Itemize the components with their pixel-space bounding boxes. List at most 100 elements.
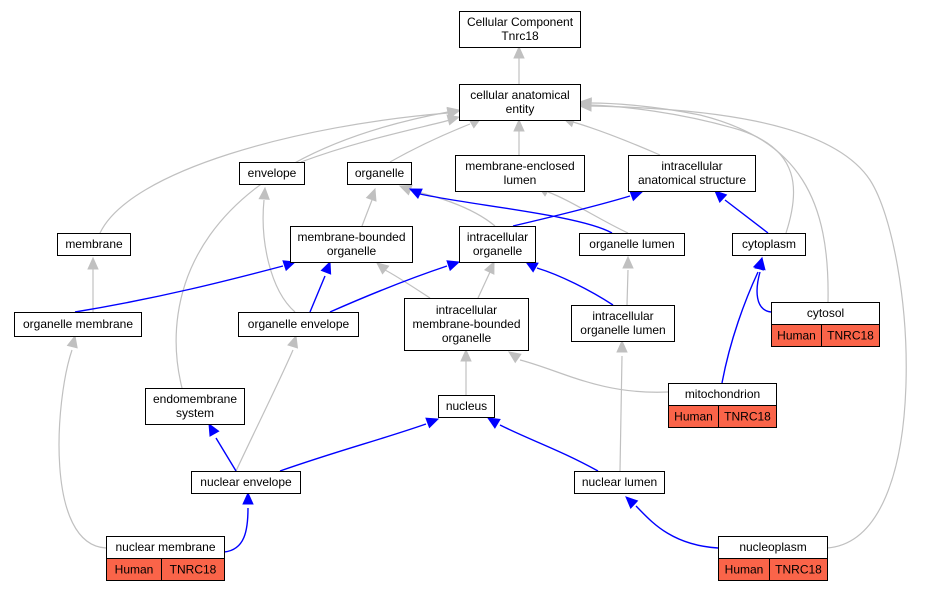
is-a-edge	[361, 187, 377, 227]
is-a-edge	[616, 339, 628, 472]
edge-line	[499, 424, 599, 472]
arrow-head	[483, 260, 495, 275]
species-label: Human	[115, 563, 154, 577]
node-organelle-lumen[interactable]: organelle lumen	[579, 233, 685, 256]
edge-line	[519, 359, 669, 393]
edge-line	[389, 123, 471, 163]
node-mitochondrion[interactable]: mitochondrion	[668, 383, 777, 406]
node-box	[191, 471, 301, 494]
node-label: nuclear envelope	[200, 475, 292, 489]
edge-line	[175, 111, 449, 389]
is-a-edge	[622, 255, 634, 306]
edge-line	[477, 271, 491, 299]
edge-line	[279, 423, 427, 472]
is-a-edge	[513, 45, 525, 84]
node-box	[732, 233, 806, 256]
arrow-head	[282, 260, 297, 272]
node-box	[57, 233, 131, 256]
node-nucleoplasm[interactable]: nucleoplasm	[718, 536, 828, 559]
node-box	[14, 312, 142, 337]
arrow-head	[87, 256, 99, 270]
node-nucleus[interactable]: nucleus	[438, 395, 495, 418]
edge-line	[547, 191, 629, 234]
node-label: nucleoplasm	[739, 540, 806, 554]
gene-label: TNRC18	[775, 563, 822, 577]
part-of-edge	[279, 417, 440, 472]
node-label: endomembrane	[153, 392, 237, 406]
node-label: lumen	[504, 173, 537, 187]
node-label: membrane-enclosed	[465, 159, 574, 173]
arrow-head	[578, 100, 592, 112]
part-of-edge	[524, 261, 614, 306]
node-label: system	[176, 406, 214, 420]
node-label: organelle	[327, 244, 377, 258]
node-label: entity	[506, 102, 535, 116]
arrow-head	[622, 255, 634, 269]
arrow-head	[513, 45, 525, 59]
node-label: intracellular	[467, 230, 528, 244]
arrow-head	[524, 261, 539, 273]
node-box	[459, 11, 581, 48]
edge-line	[419, 193, 613, 234]
edge-line	[309, 275, 326, 313]
node-cytoplasm[interactable]: cytoplasm	[732, 233, 806, 256]
arrow-head	[629, 190, 644, 202]
part-of-edge	[223, 491, 254, 553]
is-a-edge	[258, 186, 296, 313]
node-box	[459, 226, 536, 263]
edge-line	[74, 265, 284, 313]
edge-line	[589, 102, 829, 303]
node-organelle-envelope[interactable]: organelle envelope	[238, 312, 359, 337]
node-nuclear-membrane[interactable]: nuclear membrane	[106, 536, 225, 559]
is-a-edge	[87, 256, 99, 312]
arrow-head	[486, 417, 501, 429]
node-box	[438, 395, 495, 418]
node-cytosol[interactable]: cytosol	[771, 302, 880, 325]
part-of-edge	[512, 190, 644, 227]
edge-line	[300, 119, 451, 163]
node-envelope[interactable]: envelope	[239, 162, 305, 185]
node-box	[238, 312, 359, 337]
edges	[58, 45, 907, 553]
node-organelle[interactable]: organelle	[347, 162, 412, 185]
gene-cell	[769, 558, 828, 581]
edge-line	[215, 437, 237, 472]
edge-line	[235, 349, 294, 472]
arrow-head	[287, 334, 299, 349]
node-label: nuclear membrane	[115, 540, 215, 554]
node-nuclear-lumen[interactable]: nuclear lumen	[574, 471, 665, 494]
arrow-head	[446, 260, 461, 272]
node-organelle-membrane[interactable]: organelle membrane	[14, 312, 142, 337]
is-a-edge	[507, 351, 669, 393]
node-label: organelle lumen	[589, 237, 674, 251]
node-label: cytosol	[807, 306, 844, 320]
node-nuclear-envelope[interactable]: nuclear envelope	[191, 471, 301, 494]
node-label: intracellular	[436, 303, 497, 317]
node-label: cytoplasm	[742, 237, 796, 251]
node-label: mitochondrion	[685, 387, 760, 401]
arrow-head	[425, 417, 440, 429]
edge-line	[409, 189, 496, 227]
edge-line	[262, 199, 296, 313]
node-label: organelle	[473, 244, 523, 258]
gene-cell	[161, 558, 225, 581]
node-membrane[interactable]: membrane	[57, 233, 131, 256]
arrow-head	[460, 348, 472, 362]
edge-line	[635, 505, 719, 549]
node-box	[145, 388, 245, 425]
node-box	[404, 298, 529, 351]
node-label: membrane	[65, 237, 123, 251]
node-box	[571, 305, 675, 342]
arrow-head	[365, 187, 377, 202]
